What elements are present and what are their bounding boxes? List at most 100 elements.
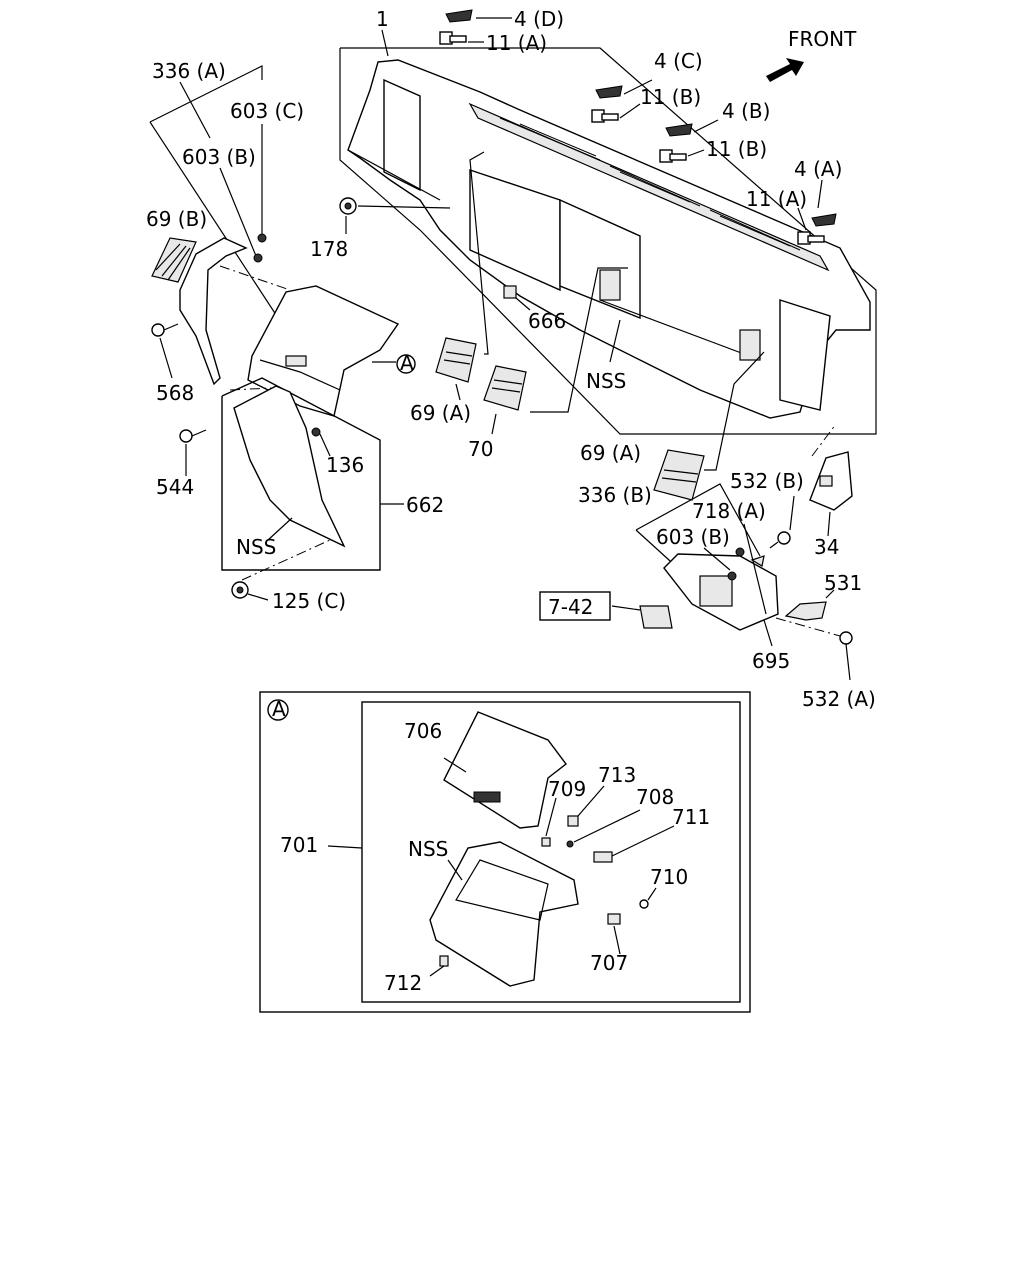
label-336a: 336 (A) (152, 59, 226, 83)
inset-tag-letter: A (272, 697, 286, 721)
vent-69a-right (653, 449, 705, 501)
label-11b-1: 11 (B) (640, 85, 701, 109)
label-11a-right: 11 (A) (746, 187, 807, 211)
clip-603b-right-icon (727, 571, 737, 581)
label-531: 531 (824, 571, 862, 595)
label-178: 178 (310, 237, 348, 261)
inset-inner-box (361, 701, 741, 1003)
label-710: 710 (650, 865, 688, 889)
panel-lower-edge-2 (599, 299, 761, 361)
label-125c: 125 (C) (272, 589, 346, 613)
part-712-icon (439, 955, 449, 967)
part-713-icon (567, 815, 579, 827)
label-718a: 718 (A) (692, 499, 766, 523)
bolt-11a-icon (439, 31, 467, 45)
part-707-icon (607, 913, 621, 925)
clip-4c-icon (595, 85, 623, 99)
front-label: FRONT (788, 27, 857, 51)
ref-box-text: 7-42 (548, 595, 593, 619)
label-34: 34 (814, 535, 839, 559)
bracket-531 (784, 601, 827, 621)
label-336b: 336 (B) (578, 483, 652, 507)
leader-69a-right (704, 351, 765, 471)
label-711: 711 (672, 805, 710, 829)
label-69a-left: 69 (A) (410, 401, 471, 425)
ref-part (639, 605, 673, 629)
ref-7-42: 7-42 (539, 591, 673, 629)
center-plug (599, 269, 621, 301)
instrument-panel-group (339, 47, 877, 435)
label-70: 70 (468, 437, 493, 461)
end-cap-slot (819, 475, 833, 487)
label-603c: 603 (C) (230, 99, 304, 123)
label-568: 568 (156, 381, 194, 405)
defroster-grille (468, 102, 830, 272)
label-708: 708 (636, 785, 674, 809)
front-arrow-icon (766, 58, 804, 82)
label-707: 707 (590, 951, 628, 975)
side-trim-left (179, 237, 248, 386)
clip-4b-icon (665, 123, 693, 137)
label-4a: 4 (A) (794, 157, 842, 181)
nut-178-icon (339, 197, 357, 215)
glove-box-edge (259, 359, 341, 391)
trim-pocket (699, 575, 733, 607)
glove-box-bin (429, 841, 579, 987)
right-plug (739, 329, 761, 361)
fastener-125c-icon (231, 581, 249, 599)
part-711-icon (593, 851, 613, 863)
bin-opening (455, 859, 549, 921)
right-frame (779, 299, 831, 411)
glove-box-latch (285, 355, 307, 367)
inset-outer-box (259, 691, 751, 1013)
screw-544-icon (179, 429, 207, 443)
part-710-icon (639, 899, 649, 909)
grille-slots (499, 117, 801, 251)
label-69a-right: 69 (A) (580, 441, 641, 465)
label-695: 695 (752, 649, 790, 673)
vent-70 (483, 365, 527, 411)
clip-4a-icon (811, 213, 837, 227)
label-712: 712 (384, 971, 422, 995)
part-labels: 1 4 (D) 11 (A) 4 (C) 11 (B) 4 (B) 11 (B)… (146, 7, 876, 995)
label-603b-left: 603 (B) (182, 145, 256, 169)
label-nss-mid: NSS (586, 369, 626, 393)
front-indicator: FRONT (766, 27, 857, 82)
label-4b: 4 (B) (722, 99, 770, 123)
label-713: 713 (598, 763, 636, 787)
cluster-opening (469, 169, 561, 292)
bolt-11b-2-icon (659, 149, 687, 163)
top-hardware (439, 9, 837, 245)
inset-tag-circle (267, 699, 289, 721)
callout-a-letter: A (400, 351, 414, 375)
bracket-336b (635, 483, 761, 557)
clip-666-icon (503, 285, 517, 299)
label-701: 701 (280, 833, 318, 857)
clip-4d-icon (445, 9, 473, 23)
bolt-532a-icon (839, 631, 853, 681)
inset-a: A (259, 691, 751, 1013)
label-603b-right: 603 (B) (656, 525, 730, 549)
label-709: 709 (548, 777, 586, 801)
leader-69a-left (469, 151, 489, 355)
panel-lower-edge (347, 149, 441, 201)
vent-69a-left (435, 337, 477, 383)
label-nss-inset: NSS (408, 837, 448, 861)
left-frame (383, 78, 421, 192)
lower-cover (233, 385, 346, 548)
box-662 (221, 377, 381, 571)
clip-136-icon (311, 427, 321, 437)
label-11b-2: 11 (B) (706, 137, 767, 161)
label-136: 136 (326, 453, 364, 477)
label-69b: 69 (B) (146, 207, 207, 231)
label-4c: 4 (C) (654, 49, 703, 73)
part-708-icon (566, 840, 574, 848)
label-532b: 532 (B) (730, 469, 804, 493)
label-4d: 4 (D) (514, 7, 564, 31)
clip-718a-icon (735, 547, 745, 557)
label-11a-top: 11 (A) (486, 31, 547, 55)
clip-603c-icon (257, 233, 267, 243)
label-1: 1 (376, 7, 389, 31)
part-709-icon (541, 837, 551, 847)
